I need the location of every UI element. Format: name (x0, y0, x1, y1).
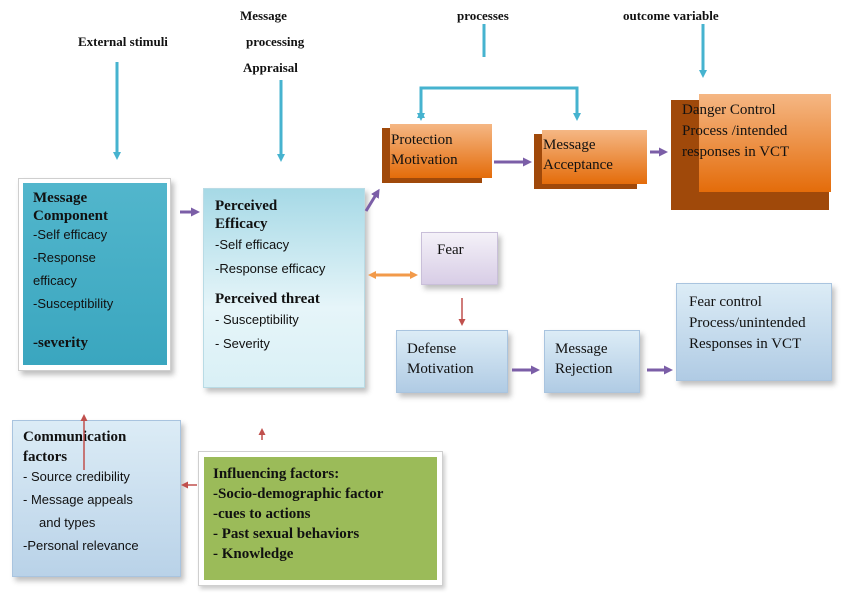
message-component-severity: -severity (33, 335, 88, 351)
label-appraisal: Appraisal (243, 60, 298, 75)
defense-motivation-label: Defense Motivation (407, 341, 474, 377)
label-outcome-variable: outcome variable (623, 8, 719, 23)
label-processing: processing (246, 34, 305, 49)
fear-control-label: Fear control Process/unintended Response… (689, 294, 806, 352)
communication-factors-items: - Source credibility - Message appeals a… (23, 469, 139, 553)
influencing-factor-item: -Socio-demographic factor (213, 486, 384, 502)
protection-motivation-box: Protection Motivation (382, 124, 492, 183)
influencing-factor-item: -cues to actions (213, 506, 311, 522)
perceived-efficacy-title: Perceived Efficacy (215, 198, 278, 232)
perceived-efficacy-items: -Self efficacy -Response efficacy (215, 237, 326, 276)
message-rejection-label: Message Rejection (555, 341, 613, 377)
danger-control-box: Danger Control Process /intended respons… (671, 94, 831, 210)
label-message: Message (240, 8, 287, 23)
influencing-factors-title: Influencing factors: (213, 466, 340, 482)
influencing-factor-item: - Knowledge (213, 546, 294, 562)
communication-factors-box: Communication factors - Source credibili… (12, 420, 181, 577)
message-component-box: Message Component -Self efficacy -Respon… (18, 178, 171, 371)
perceived-box: Perceived Efficacy -Self efficacy -Respo… (203, 188, 365, 388)
communication-factors-title: Communication factors (23, 429, 127, 465)
fear-box: Fear (421, 232, 498, 285)
protection-motivation-label: Protection Motivation (391, 132, 458, 168)
influencing-factors-box: Influencing factors: -Socio-demographic … (198, 451, 443, 586)
label-external-stimuli: External stimuli (78, 34, 168, 49)
message-acceptance-label: Message Acceptance (543, 137, 613, 173)
danger-control-label: Danger Control Process /intended respons… (682, 102, 790, 160)
fear-control-box: Fear control Process/unintended Response… (676, 283, 832, 381)
perceived-threat-items: - Susceptibility - Severity (215, 312, 299, 351)
perceived-threat-title: Perceived threat (215, 291, 320, 307)
defense-motivation-box: Defense Motivation (396, 330, 508, 393)
message-rejection-box: Message Rejection (544, 330, 640, 393)
influencing-factor-item: - Past sexual behaviors (213, 526, 360, 542)
message-acceptance-box: Message Acceptance (534, 130, 647, 189)
label-processes: processes (457, 8, 509, 23)
arrow-processes-left (417, 86, 579, 118)
arrow-perceived-to-protection (364, 188, 380, 212)
fear-label: Fear (437, 242, 464, 258)
message-component-title: Message Component (33, 190, 109, 224)
message-component-items: -Self efficacy -Response efficacy -Susce… (33, 227, 114, 311)
